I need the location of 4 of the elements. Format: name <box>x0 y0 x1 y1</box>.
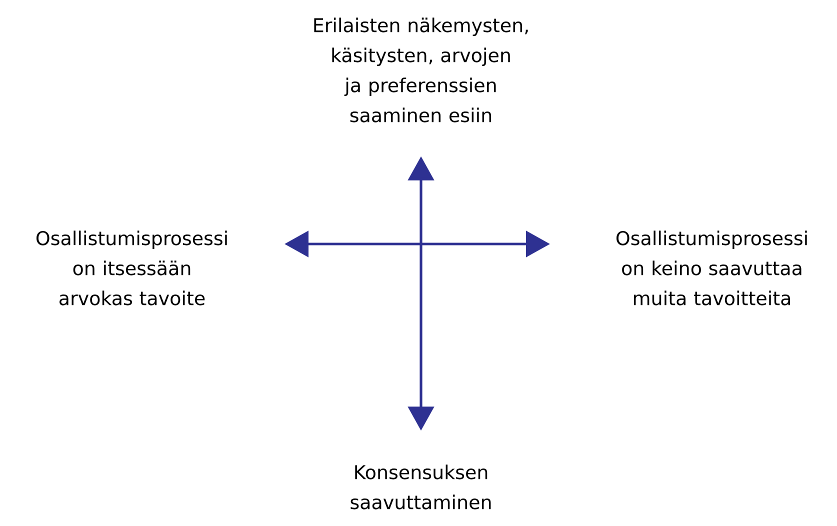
label-text: Erilaisten näkemysten, käsitysten, arvojen ja preferenssien saaminen esiin <box>314 18 528 122</box>
label-text: Konsensuksen saavuttaminen <box>350 464 491 510</box>
label-text: Osallistumisprosessi on keino saavuttaa muita tavoitteita <box>616 230 807 306</box>
label-text: Osallistumisprosessi on itsessään arvokas tavoite <box>36 230 227 306</box>
